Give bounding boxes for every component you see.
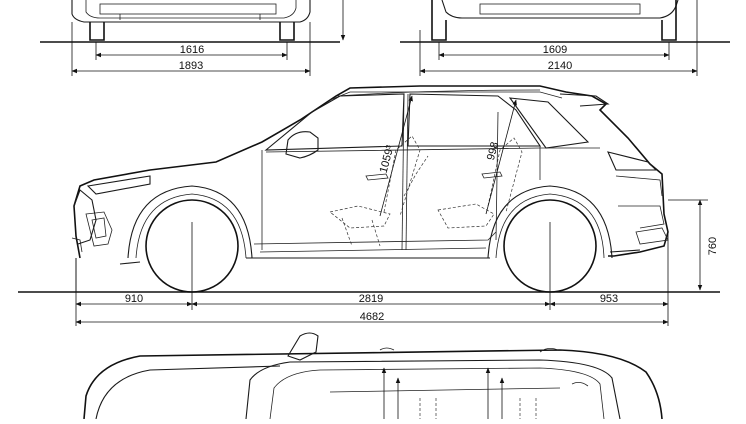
rear-width-label: 2140 xyxy=(548,60,572,72)
side-view xyxy=(18,85,720,326)
front-overhang-label: 910 xyxy=(125,293,143,305)
rear-view xyxy=(400,0,730,76)
front-track-label: 1616 xyxy=(180,44,204,56)
length-label: 4682 xyxy=(360,311,384,323)
front-width-label: 1893 xyxy=(179,60,203,72)
front-headroom-label: 1059³ xyxy=(378,144,397,175)
rear-track-label: 1609 xyxy=(543,44,567,56)
height-label: 760 xyxy=(707,237,719,255)
front-view xyxy=(40,0,346,76)
rear-headroom-label: 998 xyxy=(485,141,501,162)
top-view xyxy=(83,332,663,420)
wheelbase-label: 2819 xyxy=(359,293,383,305)
rear-overhang-label: 953 xyxy=(600,293,618,305)
